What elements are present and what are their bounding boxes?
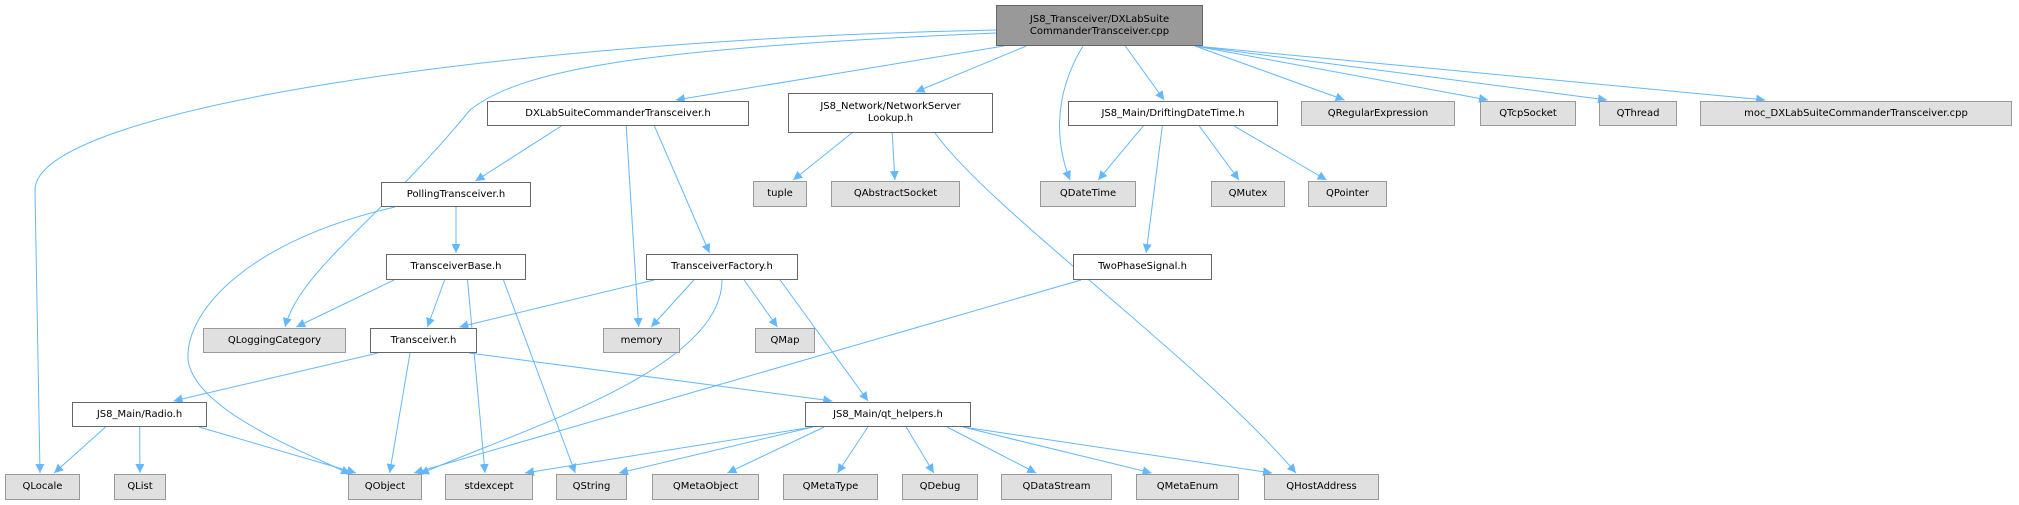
edge-qthelpers-to-qmetatype [836, 426, 869, 474]
edge-tbase-to-qstring [502, 279, 577, 474]
edge-tfactory-to-qobject [419, 279, 723, 475]
edge-qthelpers-to-qdatastream [946, 426, 1037, 474]
edge-drifting-to-qpointer [1233, 125, 1327, 181]
edge-qthelpers-to-qmetaobject [727, 426, 825, 474]
node-tuple[interactable]: tuple [753, 181, 807, 207]
edge-root-to-qlocale [34, 29, 997, 474]
node-qpointer[interactable]: QPointer [1308, 181, 1387, 207]
node-qtcp[interactable]: QTcpSocket [1480, 101, 1576, 126]
edge-tfactory-to-qthelpers [779, 279, 869, 402]
edge-tbase-to-stdexcept [467, 279, 489, 474]
edge-twophase-to-qobject [413, 279, 1082, 475]
edge-root-to-moc [1194, 45, 1766, 104]
node-qstring[interactable]: QString [556, 474, 627, 500]
edge-qthelpers-to-qdebug [905, 426, 935, 474]
edge-transceiver-to-qthelpers [468, 352, 833, 405]
edge-qthelpers-to-stdexcept [524, 426, 814, 477]
node-qdatastream[interactable]: QDataStream [1001, 474, 1112, 500]
edge-qthelpers-to-qmetaenum [962, 426, 1152, 476]
node-qmetaobject[interactable]: QMetaObject [652, 474, 759, 500]
edge-drifting-to-qmutex [1198, 125, 1240, 181]
edge-root-to-qregex [1194, 45, 1345, 102]
node-qmetaenum[interactable]: QMetaEnum [1136, 474, 1239, 500]
edge-tbase-to-transceiver [426, 279, 446, 328]
edge-root-to-qtcp [1194, 45, 1489, 103]
edge-tfactory-to-memory [650, 279, 695, 328]
edge-drifting-to-twophase [1142, 125, 1163, 254]
edge-root-to-qlogcat [282, 32, 997, 328]
edge-netlookup-to-tuple [792, 132, 853, 181]
edge-tbase-to-qlogcat [296, 279, 395, 328]
node-transceiver[interactable]: Transceiver.h [370, 328, 477, 353]
node-qmutex[interactable]: QMutex [1211, 181, 1285, 207]
node-drifting[interactable]: JS8_Main/DriftingDateTime.h [1068, 101, 1278, 126]
node-memory[interactable]: memory [603, 328, 680, 353]
node-qlist[interactable]: QList [114, 474, 166, 500]
edge-dxlab_h-to-tfactory [653, 125, 711, 254]
node-qthelpers[interactable]: JS8_Main/qt_helpers.h [805, 402, 971, 427]
edge-radio-to-qlocale [53, 426, 106, 474]
edge-tfactory-to-qmap [743, 279, 778, 328]
node-dxlab_h[interactable]: DXLabSuiteCommanderTransceiver.h [487, 101, 749, 126]
node-qobject[interactable]: QObject [348, 474, 422, 500]
node-moc[interactable]: moc_DXLabSuiteCommanderTransceiver.cpp [1700, 101, 2012, 126]
node-qlocale[interactable]: QLocale [5, 474, 80, 500]
edge-tfactory-to-transceiver [459, 279, 655, 330]
edge-qthelpers-to-qhostaddress [962, 426, 1273, 477]
edge-dxlab_h-to-memory [625, 125, 643, 328]
node-polling[interactable]: PollingTransceiver.h [381, 182, 531, 207]
node-stdexcept[interactable]: stdexcept [445, 474, 533, 500]
node-qregex[interactable]: QRegularExpression [1301, 101, 1455, 126]
node-qdebug[interactable]: QDebug [902, 474, 978, 500]
node-qmetatype[interactable]: QMetaType [783, 474, 878, 500]
node-qmap[interactable]: QMap [755, 328, 815, 353]
edge-dxlab_h-to-polling [475, 125, 562, 182]
edge-root-to-qthread [1194, 45, 1608, 104]
edge-drifting-to-qdatetime [1097, 125, 1144, 181]
edge-root-to-qdatetime [1059, 45, 1084, 181]
edge-netlookup-to-qabstract [889, 132, 899, 181]
node-twophase[interactable]: TwoPhaseSignal.h [1073, 254, 1212, 280]
node-qlogcat[interactable]: QLoggingCategory [203, 328, 346, 353]
edge-root-to-netlookup [915, 45, 1027, 93]
edge-radio-to-qobject [198, 426, 357, 475]
edge-polling-to-qobject [187, 206, 396, 475]
edge-netlookup-to-qhostaddress [934, 132, 1297, 474]
node-netlookup[interactable]: JS8_Network/NetworkServer Lookup.h [788, 93, 993, 133]
edge-root-to-drifting [1124, 45, 1165, 101]
node-qabstract[interactable]: QAbstractSocket [831, 181, 960, 207]
edge-transceiver-to-radio [173, 352, 379, 404]
node-qthread[interactable]: QThread [1599, 101, 1677, 126]
node-qdatetime[interactable]: QDateTime [1040, 181, 1136, 207]
node-root[interactable]: JS8_Transceiver/DXLabSuite CommanderTran… [996, 5, 1203, 46]
edge-qthelpers-to-qstring [618, 426, 814, 476]
node-radio[interactable]: JS8_Main/Radio.h [72, 402, 207, 427]
node-tfactory[interactable]: TransceiverFactory.h [646, 254, 798, 280]
node-tbase[interactable]: TransceiverBase.h [386, 254, 526, 280]
edge-transceiver-to-qobject [386, 352, 411, 474]
edge-root-to-dxlab_h [675, 45, 1005, 103]
node-qhostaddress[interactable]: QHostAddress [1264, 474, 1379, 500]
